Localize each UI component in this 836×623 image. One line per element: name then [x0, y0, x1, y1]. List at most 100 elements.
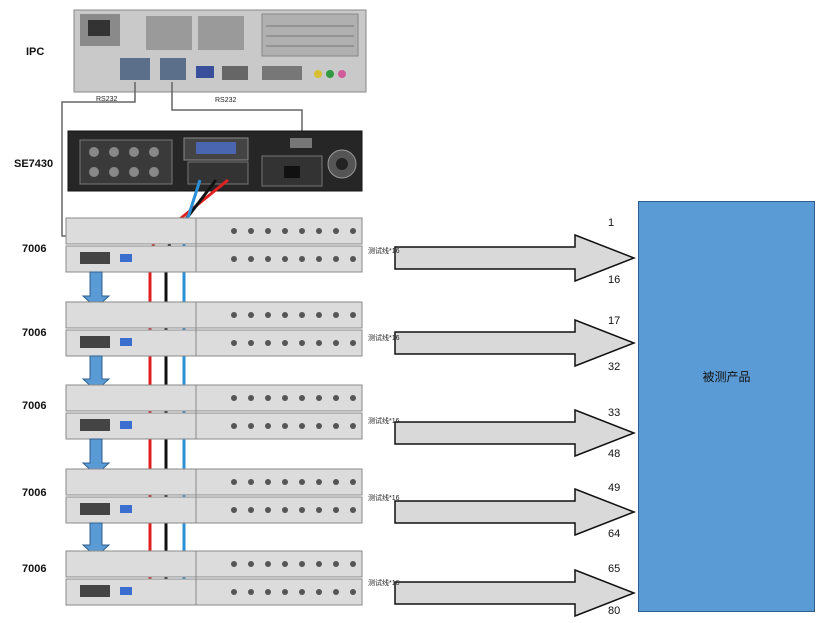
unit-connector	[333, 312, 339, 318]
cable-label: 测试线*16	[368, 248, 400, 255]
unit-db-port	[80, 252, 110, 264]
unit-model-label: 7006	[22, 243, 47, 255]
unit-connector	[248, 395, 254, 401]
unit-connector	[248, 507, 254, 513]
pin-start-label: 49	[608, 482, 621, 494]
unit-connector	[299, 256, 305, 262]
se7430-label: SE7430	[14, 158, 54, 170]
unit-connector	[248, 479, 254, 485]
unit-connector	[350, 256, 356, 262]
unit-panel-upper	[65, 301, 363, 329]
unit-connector	[265, 312, 271, 318]
cable-arrow	[394, 318, 637, 368]
unit-connector	[350, 507, 356, 513]
unit-usb-port	[120, 505, 132, 513]
unit-model-label: 7006	[22, 563, 47, 575]
unit-connector	[282, 395, 288, 401]
cable-label: 测试线*16	[368, 335, 400, 342]
unit-connector	[248, 423, 254, 429]
unit-connector	[265, 507, 271, 513]
unit-connector	[265, 256, 271, 262]
unit-connector	[265, 228, 271, 234]
rs232-label-left: RS232	[96, 96, 118, 103]
pin-start-label: 33	[608, 407, 621, 419]
unit-connector	[316, 423, 322, 429]
unit-connector	[350, 423, 356, 429]
unit-panel-lower	[65, 329, 363, 357]
device-under-test-label: 被测产品	[702, 370, 751, 384]
unit-panel-lower	[65, 245, 363, 273]
unit-connector	[299, 423, 305, 429]
pin-start-label: 65	[608, 563, 621, 575]
unit-connector	[265, 561, 271, 567]
unit-connector	[299, 479, 305, 485]
unit-connector	[333, 423, 339, 429]
unit-connector	[248, 312, 254, 318]
unit-connector	[265, 589, 271, 595]
unit-connector	[299, 312, 305, 318]
switch-unit-7006	[65, 550, 363, 606]
unit-connector	[316, 312, 322, 318]
ipc-device	[73, 9, 367, 93]
cable-arrow	[394, 487, 637, 537]
cable-arrow	[394, 233, 637, 283]
unit-connector	[350, 340, 356, 346]
unit-connector	[265, 340, 271, 346]
unit-connector	[350, 228, 356, 234]
unit-connector	[231, 561, 237, 567]
unit-model-label: 7006	[22, 327, 47, 339]
unit-panel-upper	[65, 217, 363, 245]
unit-connector	[231, 256, 237, 262]
unit-connector	[316, 589, 322, 595]
unit-connector	[282, 312, 288, 318]
unit-connector	[316, 561, 322, 567]
pin-end-label: 16	[608, 274, 621, 286]
unit-panel-upper	[65, 550, 363, 578]
unit-connector	[316, 395, 322, 401]
unit-connector	[333, 256, 339, 262]
unit-connector	[333, 340, 339, 346]
cable-arrow	[394, 408, 637, 458]
unit-connector	[316, 256, 322, 262]
unit-db-port	[80, 336, 110, 348]
unit-connector	[248, 256, 254, 262]
unit-connector	[299, 561, 305, 567]
switch-unit-7006	[65, 384, 363, 440]
unit-connector	[333, 507, 339, 513]
pin-end-label: 80	[608, 605, 621, 617]
cable-arrow	[394, 568, 637, 618]
unit-connector	[231, 340, 237, 346]
unit-connector	[231, 479, 237, 485]
unit-connector	[299, 507, 305, 513]
unit-model-label: 7006	[22, 487, 47, 499]
unit-model-label: 7006	[22, 400, 47, 412]
switch-unit-7006	[65, 217, 363, 273]
unit-connector	[282, 256, 288, 262]
rs232-label-right: RS232	[215, 97, 237, 104]
pin-start-label: 17	[608, 315, 621, 327]
unit-connector	[231, 395, 237, 401]
unit-panel-lower	[65, 496, 363, 524]
unit-connector	[231, 312, 237, 318]
unit-connector	[333, 561, 339, 567]
unit-connector	[316, 507, 322, 513]
unit-usb-port	[120, 254, 132, 262]
unit-connector	[282, 589, 288, 595]
unit-panel-upper	[65, 468, 363, 496]
pin-end-label: 48	[608, 448, 621, 460]
unit-connector	[231, 507, 237, 513]
unit-connector	[350, 479, 356, 485]
unit-connector	[265, 479, 271, 485]
unit-connector	[282, 507, 288, 513]
unit-connector	[350, 561, 356, 567]
unit-connector	[265, 423, 271, 429]
device-under-test: 被测产品	[638, 201, 815, 612]
ipc-label: IPC	[26, 46, 45, 58]
unit-connector	[316, 228, 322, 234]
unit-connector	[316, 340, 322, 346]
cable-label: 测试线*16	[368, 495, 400, 502]
unit-connector	[333, 395, 339, 401]
unit-connector	[333, 589, 339, 595]
pin-start-label: 1	[608, 217, 615, 229]
